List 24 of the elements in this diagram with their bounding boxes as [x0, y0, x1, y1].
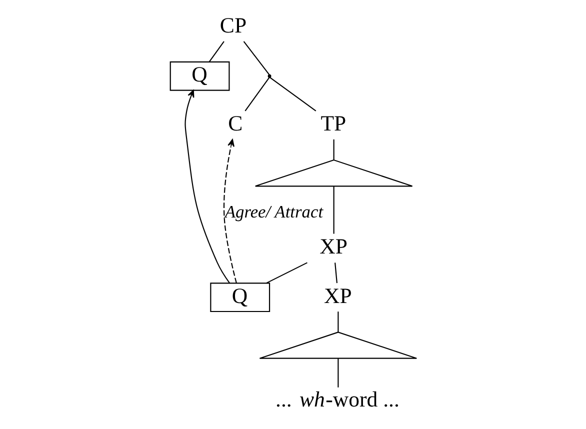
connector — [242, 41, 270, 76]
node-box: Q — [210, 282, 270, 312]
node-text: ... wh-word ... — [275, 387, 399, 412]
node-text: C — [228, 112, 242, 136]
node-triangle — [258, 332, 417, 359]
edge-label: Agree/ Attract — [224, 202, 323, 222]
connector — [244, 77, 270, 112]
connector — [208, 41, 224, 62]
node-text: CP — [219, 14, 246, 38]
arrow — [222, 139, 236, 284]
connector — [332, 139, 334, 160]
connector — [332, 186, 334, 234]
connector — [337, 312, 338, 332]
node-text: XP — [319, 234, 347, 259]
node-text: TP — [320, 112, 346, 136]
node-box: Q — [169, 61, 230, 91]
node-point — [267, 74, 271, 78]
connector — [334, 262, 337, 284]
node-triangle — [254, 159, 412, 187]
connector — [266, 262, 307, 284]
connector — [337, 358, 338, 388]
node-text: XP — [324, 284, 352, 308]
arrow — [184, 90, 230, 284]
connector — [268, 76, 316, 112]
